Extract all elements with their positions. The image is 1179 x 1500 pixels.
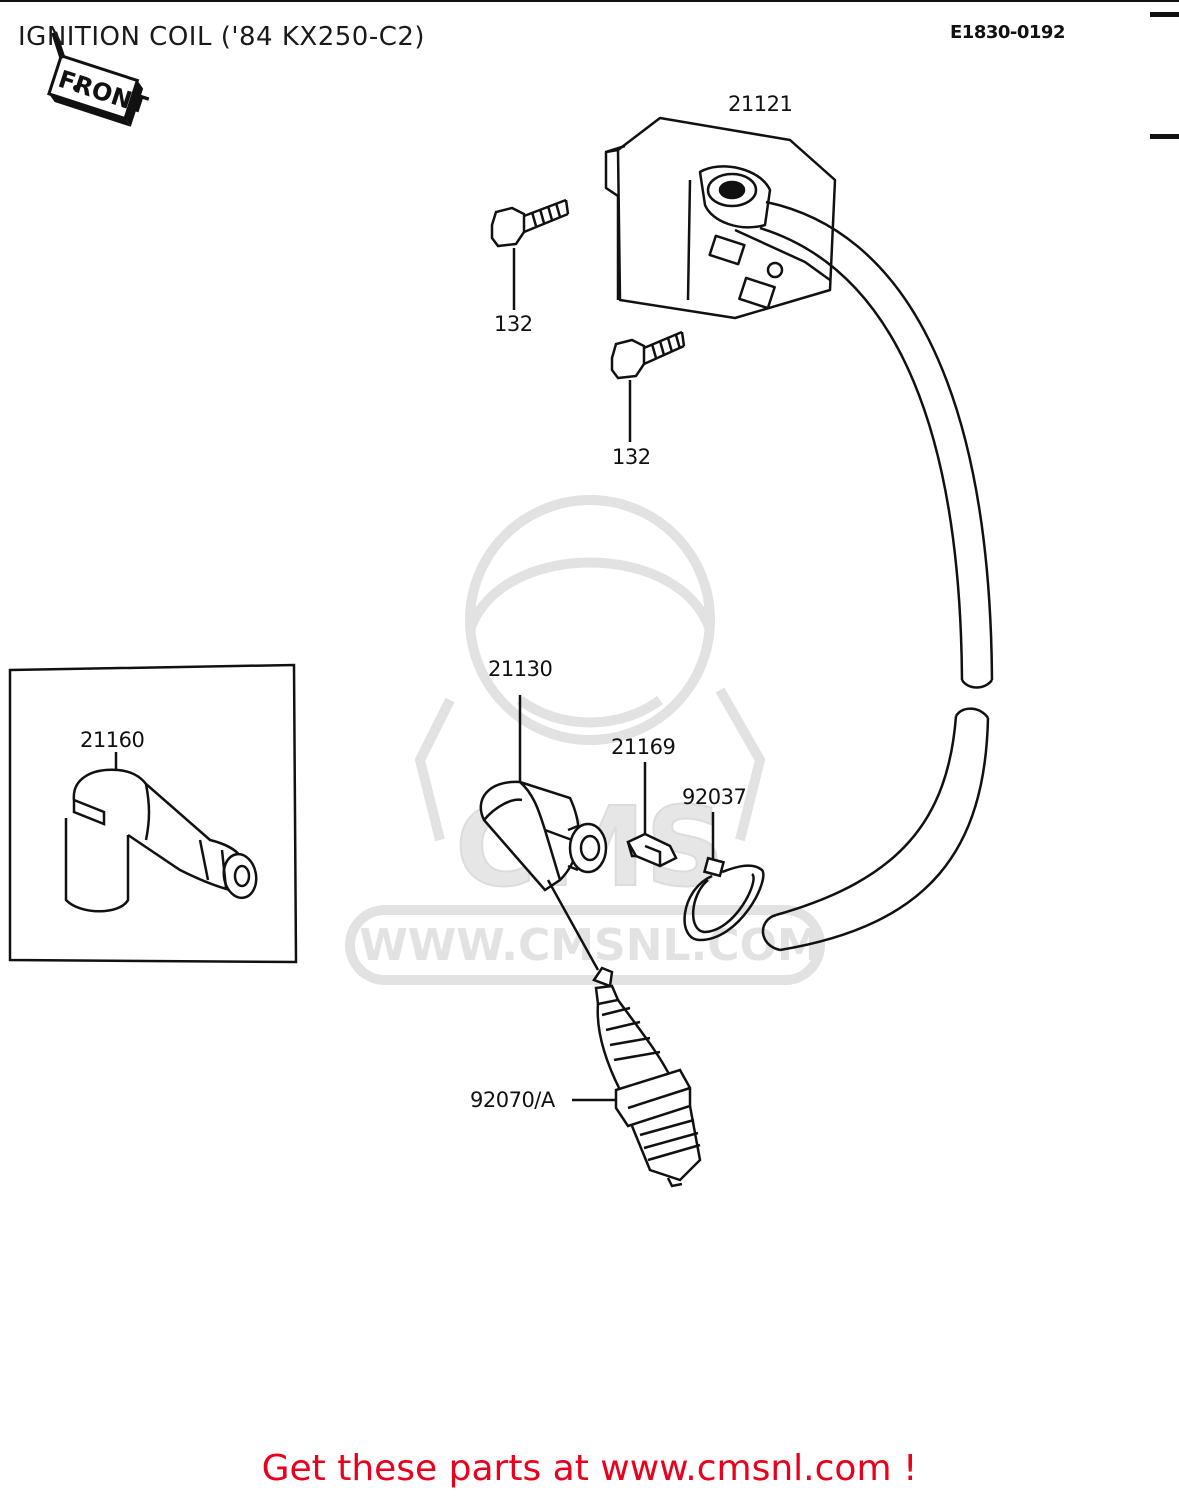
callout-bolt-lower[interactable]: 132 bbox=[612, 445, 651, 469]
front-badge-dot bbox=[73, 85, 79, 91]
callout-plug-cap-alt[interactable]: 21160 bbox=[80, 728, 145, 752]
bolt-upper-drawing bbox=[490, 198, 570, 310]
inset-box bbox=[8, 663, 298, 964]
callout-spark-plug[interactable]: 92070/A bbox=[470, 1088, 555, 1112]
callout-clamp[interactable]: 21169 bbox=[611, 735, 676, 759]
watermark-brand-text: CMS bbox=[455, 783, 724, 911]
band-drawing bbox=[683, 812, 765, 942]
page-title: IGNITION COIL ('84 KX250-C2) bbox=[18, 22, 426, 52]
watermark-logo bbox=[414, 495, 766, 842]
watermark-brand: CMS WWW.CMSNL.COM bbox=[345, 782, 825, 985]
bolt-lower-drawing bbox=[610, 330, 686, 442]
watermark-url-text: WWW.CMSNL.COM bbox=[359, 920, 821, 971]
plug-cap-drawing bbox=[479, 695, 608, 971]
callout-bolt-upper[interactable]: 132 bbox=[494, 312, 533, 336]
callout-band[interactable]: 92037 bbox=[682, 785, 747, 809]
callout-ignition-coil[interactable]: 21121 bbox=[728, 92, 793, 116]
ignition-coil-drawing bbox=[604, 116, 837, 320]
clamp-drawing bbox=[626, 762, 678, 868]
diagram-code: E1830-0192 bbox=[950, 22, 1065, 43]
spark-plug-drawing bbox=[572, 966, 702, 1188]
callout-plug-cap[interactable]: 21130 bbox=[488, 657, 553, 681]
edge-mark bbox=[1150, 134, 1179, 139]
footer-link[interactable]: Get these parts at www.cmsnl.com ! bbox=[261, 1448, 918, 1489]
edge-mark bbox=[1150, 12, 1179, 17]
ht-lead bbox=[759, 200, 994, 952]
